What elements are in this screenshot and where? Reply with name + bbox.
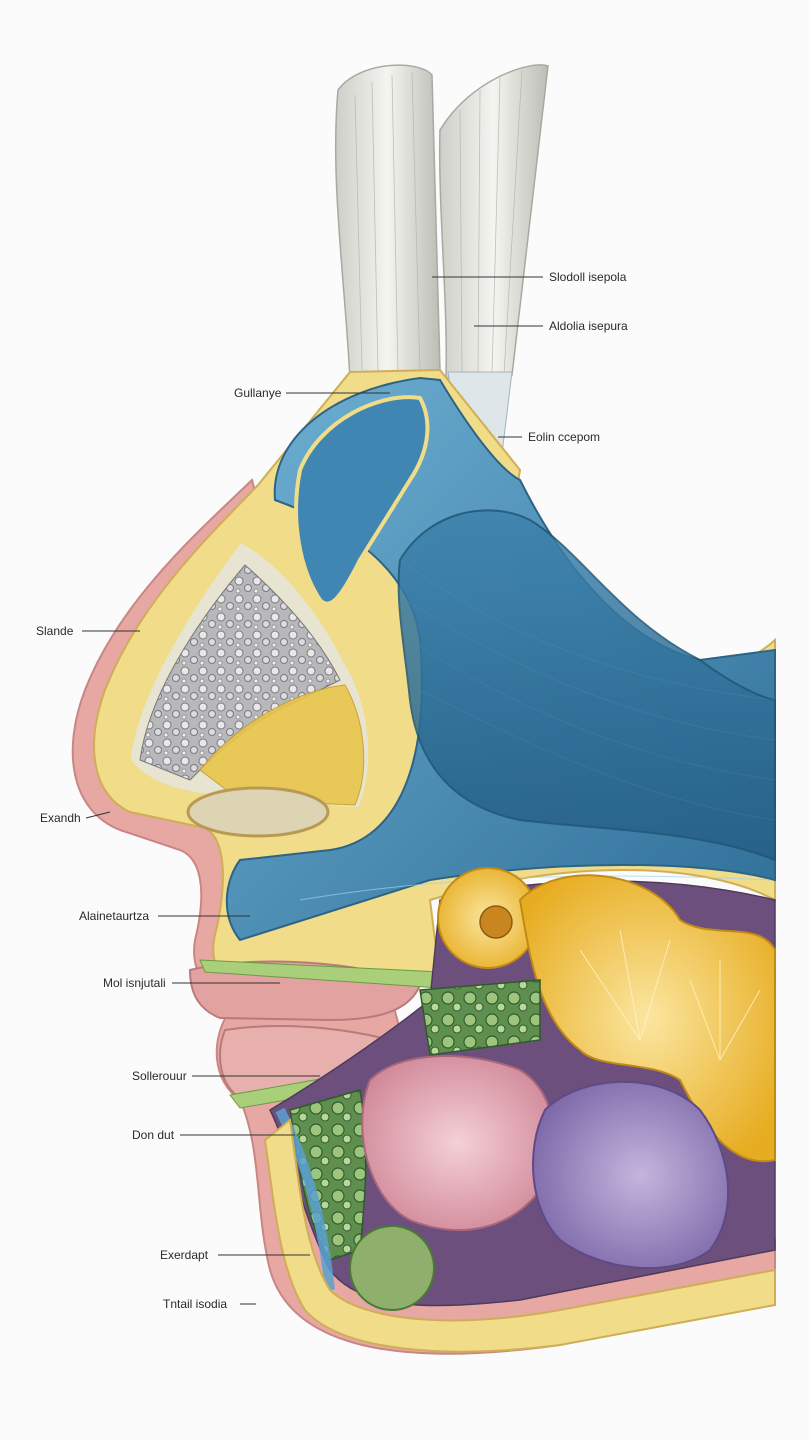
- label-sheath-lower: Aldolia isepura: [549, 319, 628, 333]
- label-tip: Exandh: [40, 811, 81, 825]
- leader-lines: [82, 276, 543, 1305]
- sheath-bundles: [334, 64, 549, 471]
- labels: Slodoll isepola Aldolia isepura Gullanye…: [36, 270, 628, 1311]
- label-chin-upper: Don dut: [132, 1128, 175, 1142]
- label-right-fan: Eolin ccepom: [528, 430, 600, 444]
- green-bud: [349, 1225, 435, 1311]
- label-bridge: Slande: [36, 624, 74, 638]
- nostril-opening: [186, 786, 330, 838]
- label-lower-lip: Sollerouur: [132, 1069, 187, 1083]
- chin-bone: [263, 1118, 776, 1353]
- upper-chamber: [294, 395, 430, 606]
- label-sheath-upper: Slodoll isepola: [549, 270, 627, 284]
- green-cell-cluster: [419, 979, 541, 1056]
- label-lower-nose: Alainetaurtza: [79, 909, 149, 923]
- label-top-left: Gullanye: [234, 386, 282, 400]
- right-chamber: [397, 509, 776, 862]
- yellow-fat-pad: [199, 684, 365, 806]
- label-chin-low: Tntail isodia: [163, 1297, 227, 1311]
- pink-lobe: [361, 1055, 555, 1231]
- label-upper-lip: Mol isnjutali: [103, 976, 166, 990]
- label-chin-mid: Exerdapt: [160, 1248, 209, 1262]
- yellow-lobes: [437, 867, 776, 1163]
- purple-lobe: [532, 1080, 730, 1270]
